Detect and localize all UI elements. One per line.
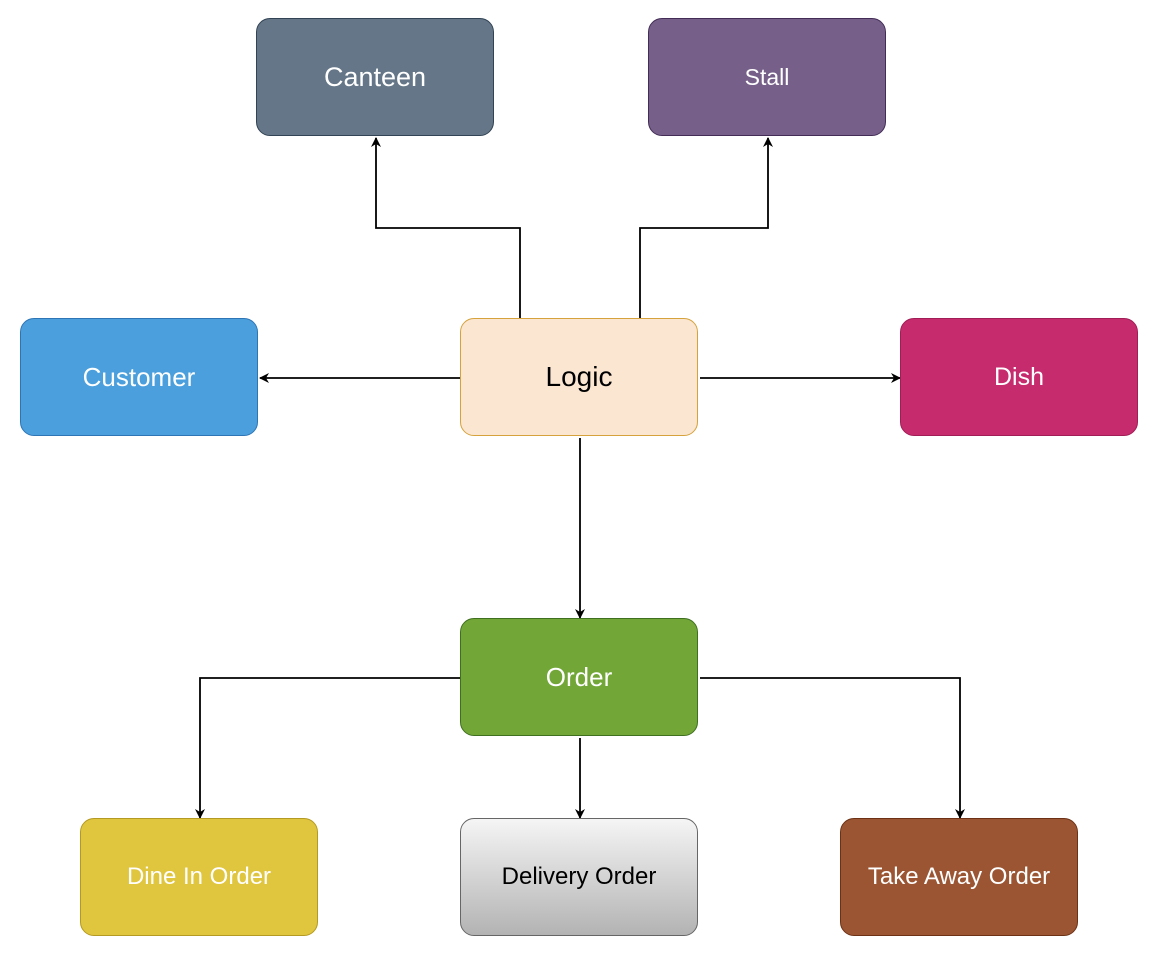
node-customer[interactable]: Customer bbox=[20, 318, 258, 436]
node-delivery-order-label: Delivery Order bbox=[501, 863, 657, 890]
node-dish[interactable]: Dish bbox=[900, 318, 1138, 436]
node-stall-label: Stall bbox=[744, 63, 790, 90]
node-customer-label: Customer bbox=[82, 361, 196, 392]
node-logic-label: Logic bbox=[545, 361, 613, 392]
node-order[interactable]: Order bbox=[460, 618, 698, 736]
node-stall[interactable]: Stall bbox=[648, 18, 886, 136]
node-canteen[interactable]: Canteen bbox=[256, 18, 494, 136]
node-dine-in-order[interactable]: Dine In Order bbox=[80, 818, 318, 936]
edge-logic-stall bbox=[639, 137, 773, 318]
node-logic[interactable]: Logic bbox=[460, 318, 698, 436]
edge-order-take-away bbox=[700, 677, 965, 819]
edge-order-dine-in bbox=[195, 677, 460, 819]
node-delivery-order[interactable]: Delivery Order bbox=[460, 818, 698, 936]
edge-logic-canteen bbox=[371, 137, 521, 318]
node-dish-label: Dish bbox=[993, 362, 1044, 391]
node-take-away-order[interactable]: Take Away Order bbox=[840, 818, 1078, 936]
node-canteen-label: Canteen bbox=[323, 61, 427, 92]
node-dine-in-order-label: Dine In Order bbox=[126, 863, 272, 890]
node-order-label: Order bbox=[545, 661, 613, 692]
node-take-away-order-label: Take Away Order bbox=[867, 863, 1051, 890]
